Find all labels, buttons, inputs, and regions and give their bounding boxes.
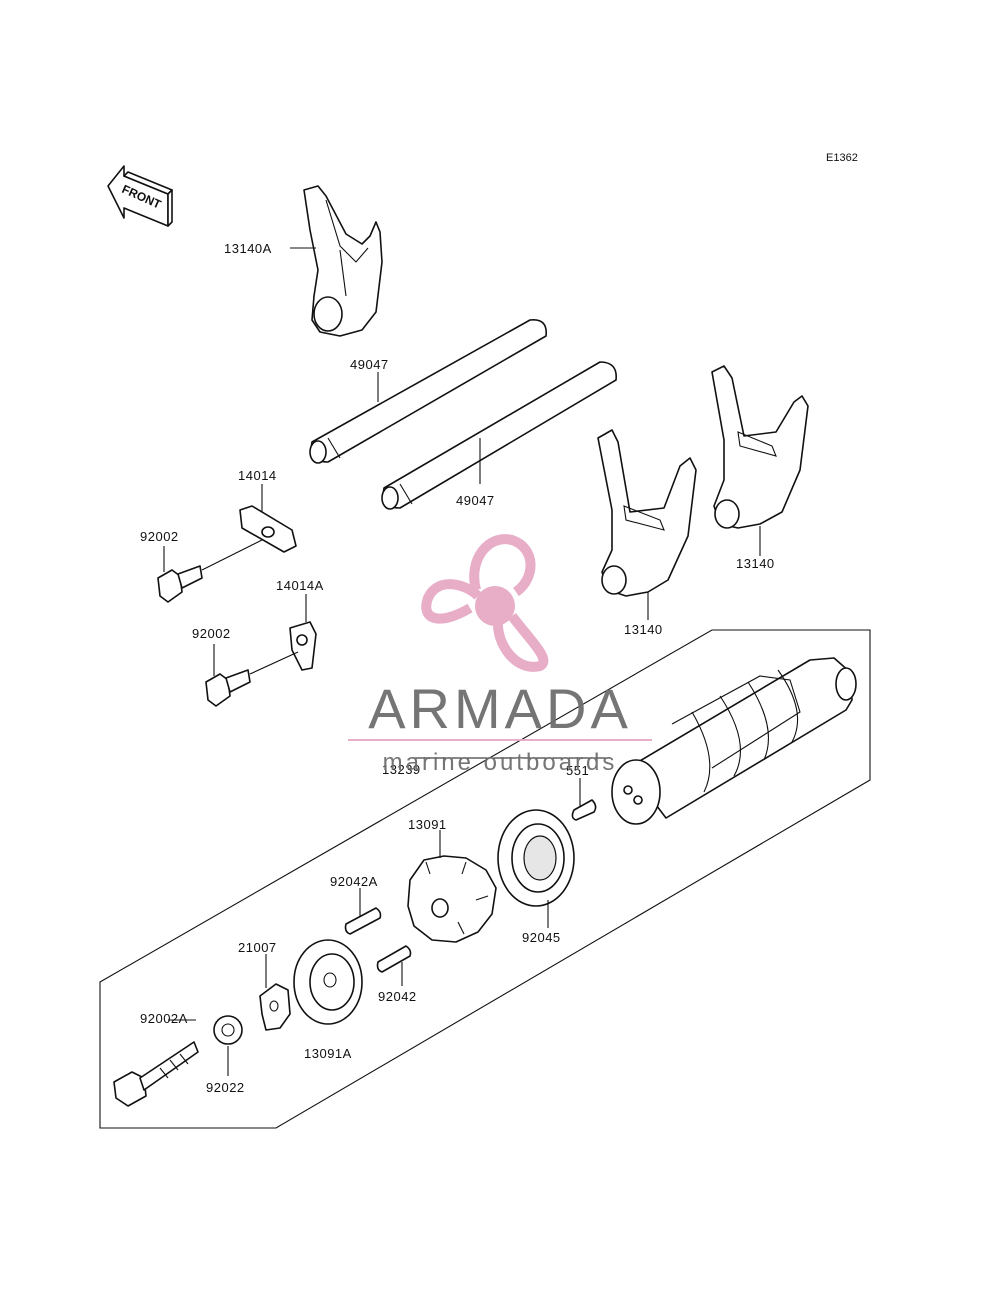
label-14014A: 14014A [276, 578, 324, 593]
pin-551 [571, 799, 597, 821]
label-551: 551 [566, 763, 589, 778]
label-49047-upper: 49047 [350, 357, 389, 372]
plate-14014 [239, 505, 297, 553]
label-92042: 92042 [378, 989, 417, 1004]
shift-fork-13140A [303, 185, 383, 337]
washer-92022 [213, 1015, 243, 1045]
label-49047-lower: 49047 [456, 493, 495, 508]
label-13140-right: 13140 [736, 556, 775, 571]
label-21007: 21007 [238, 940, 277, 955]
label-13140-middle: 13140 [624, 622, 663, 637]
shift-rod-49047-lower [381, 361, 617, 510]
label-92042A: 92042A [330, 874, 378, 889]
diagram-code: E1362 [826, 152, 858, 164]
label-92022: 92022 [206, 1080, 245, 1095]
label-92045: 92045 [522, 930, 561, 945]
watermark-brand: ARMADA [368, 677, 632, 740]
shift-rod-49047-upper [309, 319, 547, 464]
pin-92042 [376, 945, 412, 973]
stopper-21007 [259, 983, 291, 1031]
label-92002-lower: 92002 [192, 626, 231, 641]
label-13091A: 13091A [304, 1046, 352, 1061]
propeller-icon [421, 534, 549, 672]
plate-14014A [289, 621, 317, 671]
label-92002A: 92002A [140, 1011, 188, 1026]
gear-plate-13091 [407, 855, 497, 943]
cam-plate-13091A [293, 939, 363, 1025]
bolt-92002-lower [205, 651, 299, 707]
label-13091: 13091 [408, 817, 447, 832]
label-13239: 13239 [382, 762, 421, 777]
watermark: ARMADA marine outboards [348, 534, 652, 776]
bearing-92045 [497, 809, 575, 907]
label-14014: 14014 [238, 468, 277, 483]
shift-drum-13239 [611, 657, 857, 825]
watermark-tagline: marine outboards [383, 749, 618, 776]
label-13140A: 13140A [224, 241, 272, 256]
bolt-92002A [113, 1041, 199, 1107]
pin-92042A [344, 907, 382, 935]
assembly-frame [99, 629, 871, 1129]
shift-fork-13140-middle [597, 429, 697, 597]
bolt-92002-upper [157, 539, 263, 603]
front-arrow-icon: FRONT [107, 165, 173, 227]
label-92002-upper: 92002 [140, 529, 179, 544]
shift-fork-13140-right [711, 365, 809, 529]
